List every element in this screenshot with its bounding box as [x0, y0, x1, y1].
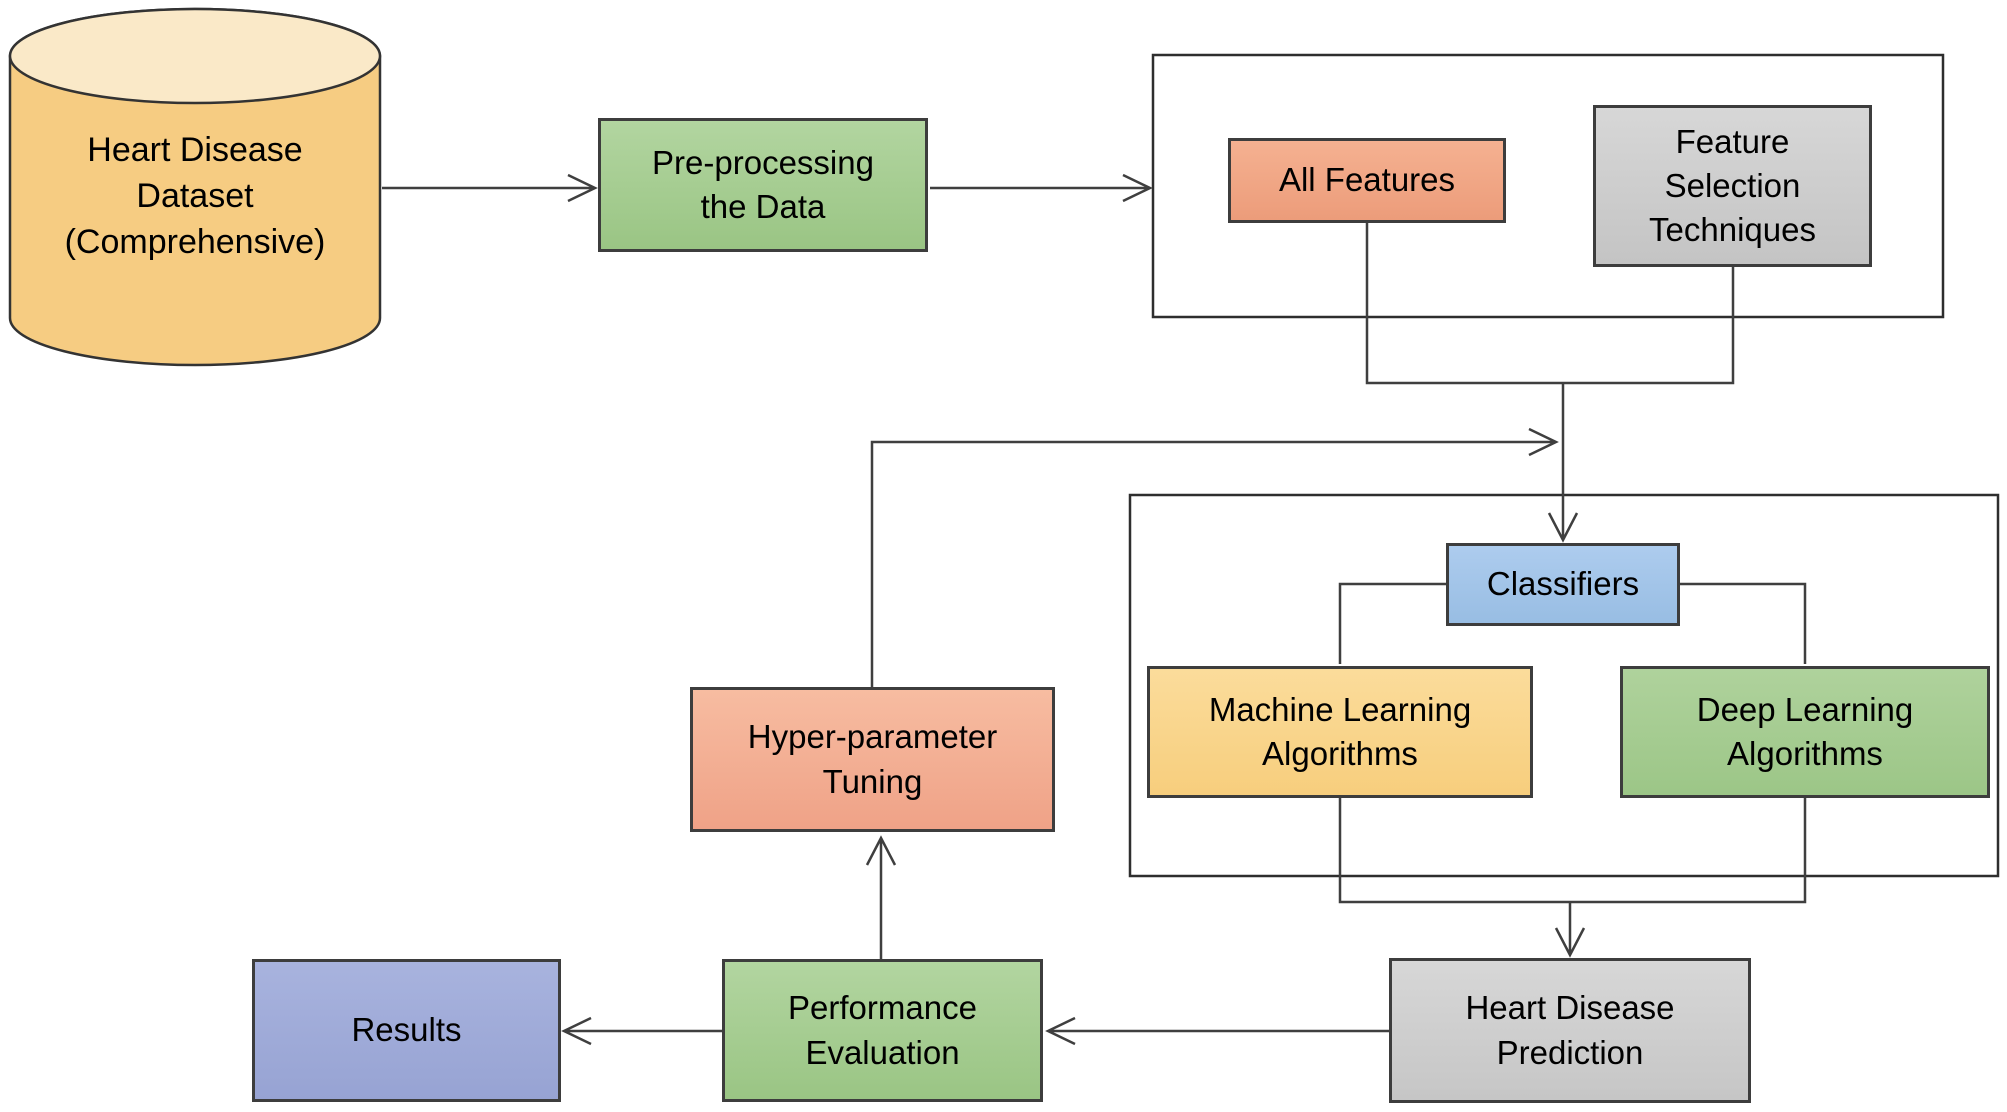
connector-features-join [1365, 222, 1735, 385]
connector-lines [382, 173, 1807, 1046]
arrow-evaluation-to-results [561, 1016, 722, 1046]
node-performance-evaluation: Performance Evaluation [722, 959, 1043, 1102]
node-heart-disease-prediction: Heart Disease Prediction [1389, 958, 1751, 1103]
arrow-preprocessing-to-features [930, 173, 1153, 203]
connector-algorithms-join [1338, 798, 1807, 904]
cylinder-top [8, 7, 382, 105]
connector-classifiers-to-ml [1338, 582, 1446, 664]
arrow-dataset-to-preprocessing [382, 173, 598, 203]
node-results: Results [252, 959, 561, 1102]
arrow-tuning-feedback [870, 427, 1559, 687]
node-classifiers: Classifiers [1446, 543, 1680, 626]
node-preprocessing: Pre-processing the Data [598, 118, 928, 252]
node-hyperparameter-tuning: Hyper-parameter Tuning [690, 687, 1055, 832]
node-dl-algorithms: Deep Learning Algorithms [1620, 666, 1990, 798]
arrow-join-to-classifiers [1547, 383, 1579, 543]
node-feature-selection: Feature Selection Techniques [1593, 105, 1872, 267]
arrow-evaluation-to-tuning [865, 835, 897, 959]
connector-classifiers-to-dl [1680, 582, 1807, 664]
node-ml-algorithms: Machine Learning Algorithms [1147, 666, 1533, 798]
arrow-prediction-to-evaluation [1045, 1016, 1389, 1046]
dataset-label: Heart Disease Dataset (Comprehensive) [64, 130, 326, 262]
arrow-join-to-prediction [1554, 902, 1586, 958]
node-all-features: All Features [1228, 138, 1506, 223]
dataset-cylinder [8, 7, 382, 367]
